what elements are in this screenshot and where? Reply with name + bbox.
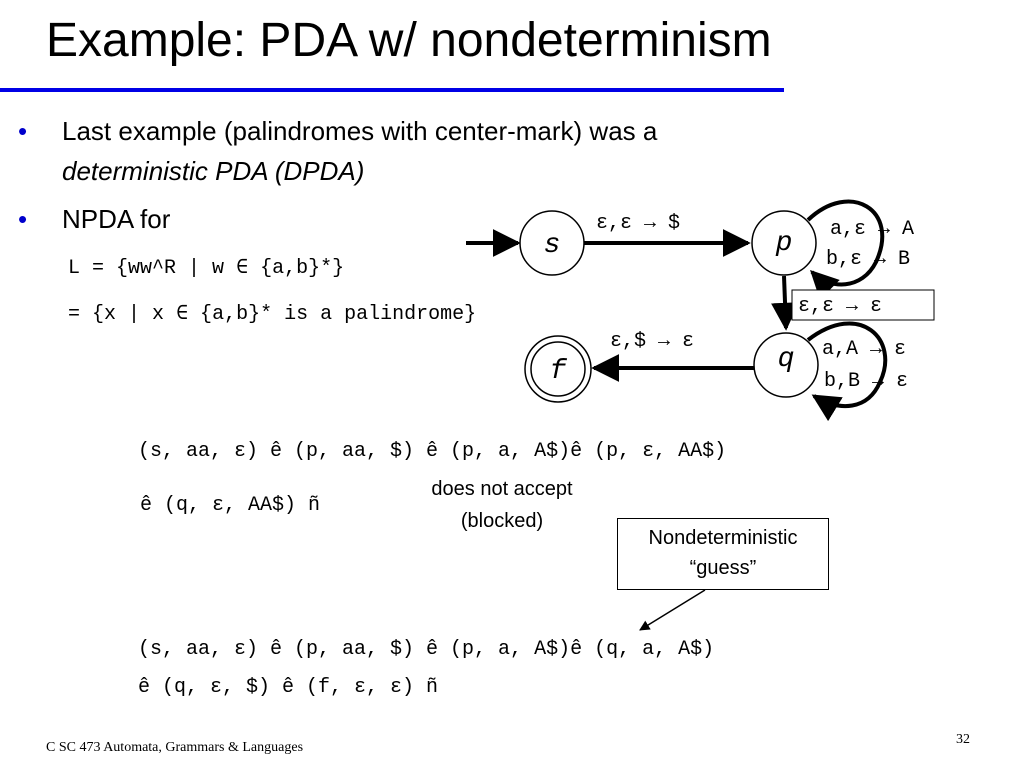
nondeterministic-guess-box: Nondeterministic “guess” [617, 518, 829, 590]
edge-q-loop-label-1: a,A → ε [822, 338, 906, 361]
state-p [751, 210, 817, 276]
edge-q-loop-label-2: b,B → ε [824, 370, 908, 393]
computation-1-line1: (s, aa, ε) ê (p, aa, $) ê (p, a, A$)ê (p… [138, 440, 727, 463]
not-accept-note-line2: (blocked) [460, 510, 544, 532]
language-definition-line2: = {x | x ∈ {a,b}* is a palindrome} [68, 303, 477, 326]
guess-box-line2: “guess” [689, 557, 757, 579]
state-f-inner [530, 341, 586, 397]
bullet-1-line2: deterministic PDA (DPDA) [62, 156, 365, 186]
bullet-marker-1: • [18, 116, 28, 146]
state-f-outer [524, 335, 592, 403]
guess-box-line1: Nondeterministic [648, 527, 798, 549]
edge-p-to-q-label-box [791, 289, 935, 321]
language-definition-line1: L = {ww^R | w ∈ {a,b}*} [68, 257, 345, 280]
edge-p-to-q-label: ε,ε → ε [798, 295, 882, 318]
edge-q-to-f-label: ε,$ → ε [610, 330, 694, 353]
state-p-label: p [775, 228, 793, 259]
footer-course-name: C SC 473 Automata, Grammars & Languages [46, 740, 304, 755]
state-f-label: f [550, 356, 568, 387]
computation-2-line1: (s, aa, ε) ê (p, aa, $) ê (p, a, A$)ê (q… [138, 638, 715, 661]
slide-title: Example: PDA w/ nondeterminism [46, 14, 772, 67]
edge-s-to-p-label: ε,ε → $ [596, 212, 680, 235]
edge-p-loop-label-2: b,ε → B [826, 248, 910, 271]
state-s-label: s [544, 230, 561, 261]
state-q-label: q [778, 344, 795, 375]
edge-q-loop [806, 321, 888, 422]
guess-pointer-arrow [639, 589, 706, 631]
bullet-1-line1: Last example (palindromes with center-ma… [62, 116, 658, 146]
bullet-marker-2: • [18, 204, 28, 234]
edge-p-loop-label-1: a,ε → A [830, 218, 914, 241]
page-number: 32 [956, 732, 970, 747]
state-q [753, 332, 819, 398]
edge-p-to-q [771, 275, 800, 331]
bullet-2-line1: NPDA for [62, 204, 171, 234]
edge-p-loop [806, 199, 885, 300]
computation-1-line2: ê (q, ε, AA$) ñ [140, 494, 321, 517]
not-accept-note-line1: does not accept [431, 478, 573, 500]
title-underline [0, 88, 784, 92]
computation-2-line2: ê (q, ε, $) ê (f, ε, ε) ñ [138, 676, 439, 699]
